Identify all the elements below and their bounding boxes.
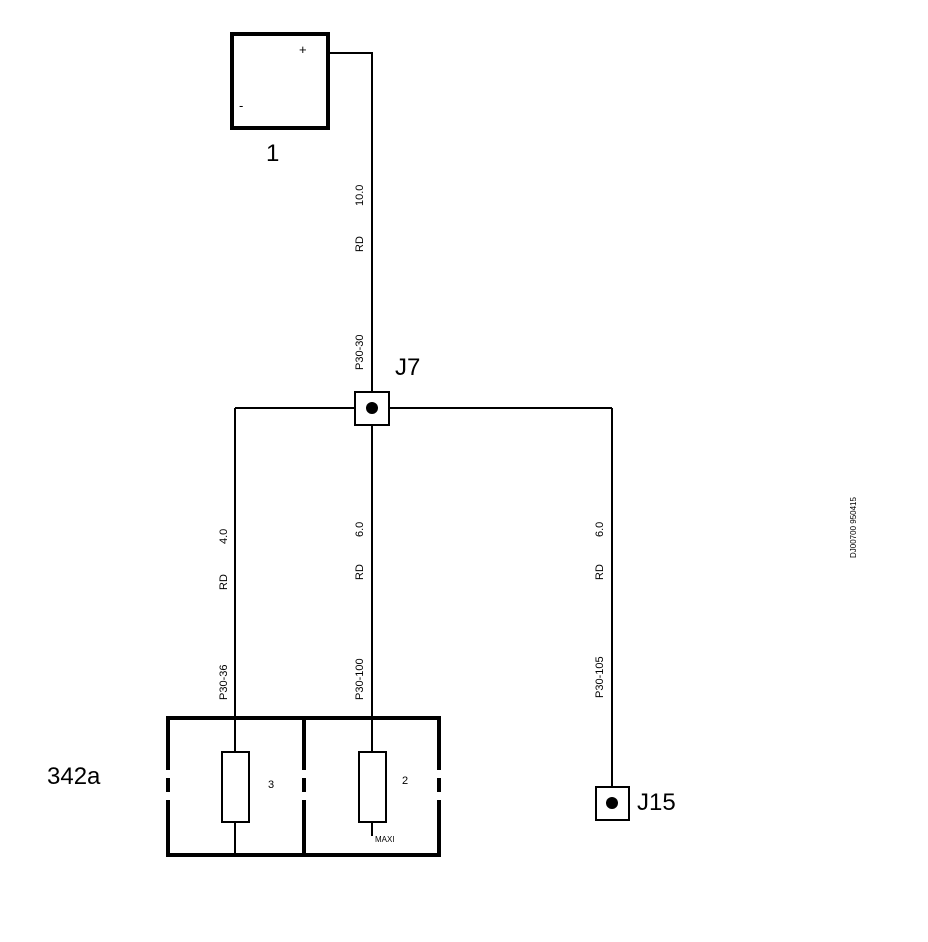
wire-circuit: P30-30 bbox=[354, 335, 366, 370]
fuse-number: 3 bbox=[268, 779, 274, 791]
fuse-body bbox=[221, 751, 250, 823]
wires bbox=[234, 52, 613, 855]
wire-circuit: P30-36 bbox=[218, 665, 230, 700]
battery-plus-label: + bbox=[299, 42, 307, 57]
wire-circuit: P30-105 bbox=[594, 656, 606, 698]
wire-color: RD bbox=[218, 574, 230, 590]
wire-size: 10.0 bbox=[354, 185, 366, 206]
drawing-reference: DJ00700 950415 bbox=[849, 497, 858, 558]
junction-j7: J7 bbox=[354, 354, 420, 426]
fuse-3: 3 bbox=[221, 718, 274, 855]
junction-dot bbox=[366, 402, 378, 414]
battery: + - 1 bbox=[230, 32, 330, 167]
battery-minus-label: - bbox=[239, 98, 243, 113]
wire-color: RD bbox=[354, 564, 366, 580]
fuse-box: 342a 3 2 MAXI bbox=[47, 716, 441, 857]
wire-label-p30-105: 6.0 RD P30-105 bbox=[594, 522, 606, 698]
junction-dot bbox=[606, 797, 618, 809]
wire-size: 6.0 bbox=[594, 522, 606, 537]
fuse-number: 2 bbox=[402, 775, 408, 787]
wire-label-p30-30: 10.0 RD P30-30 bbox=[354, 185, 366, 370]
fuse-body bbox=[358, 751, 387, 823]
wire-label-p30-36: 4.0 RD P30-36 bbox=[218, 529, 230, 700]
fuse-2: 2 MAXI bbox=[358, 718, 408, 844]
wire-p30-30 bbox=[330, 52, 373, 392]
battery-box bbox=[230, 32, 330, 130]
junction-box bbox=[354, 391, 390, 426]
fuse-box-frame bbox=[166, 716, 441, 857]
wire-color: RD bbox=[594, 564, 606, 580]
battery-id-label: 1 bbox=[266, 140, 279, 167]
wire-size: 6.0 bbox=[354, 522, 366, 537]
wire-color: RD bbox=[354, 236, 366, 252]
junction-label: J15 bbox=[637, 789, 676, 816]
fuse-box-id-label: 342a bbox=[47, 763, 101, 790]
wire-circuit: P30-100 bbox=[354, 658, 366, 700]
fuse-type: MAXI bbox=[375, 835, 395, 844]
junction-label: J7 bbox=[395, 354, 420, 381]
wire-size: 4.0 bbox=[218, 529, 230, 544]
junction-j15: J15 bbox=[595, 786, 676, 821]
wire-label-p30-100: 6.0 RD P30-100 bbox=[354, 522, 366, 700]
